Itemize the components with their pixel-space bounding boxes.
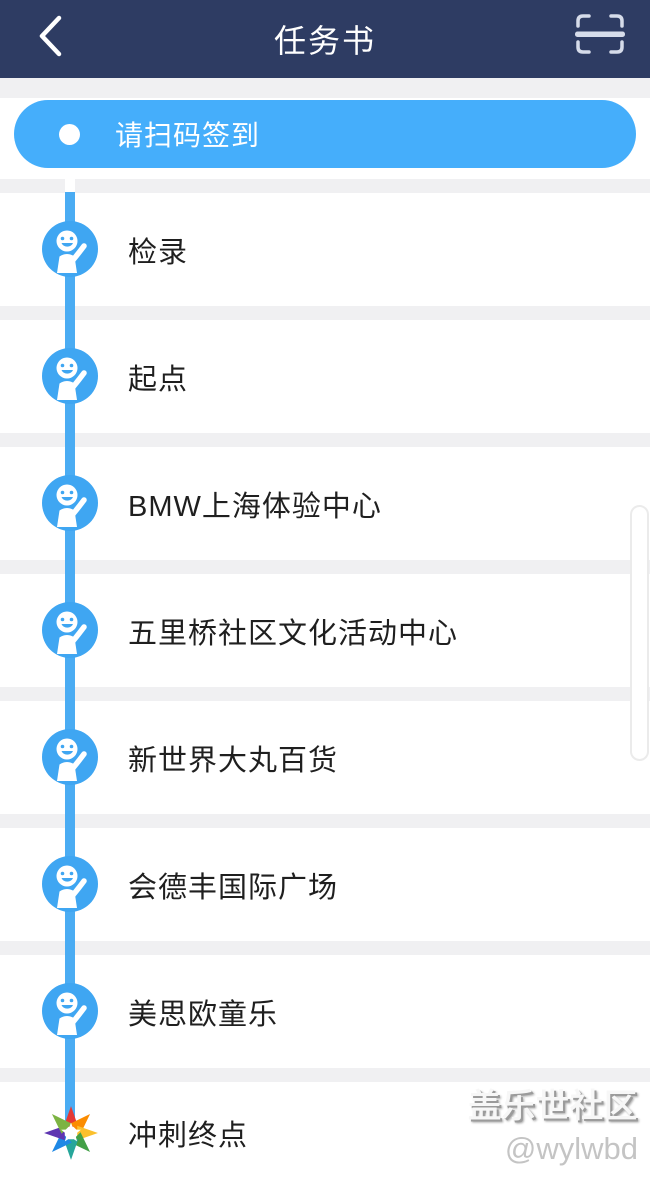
cheer-person-icon (42, 729, 98, 785)
timeline-item-wheelock-square[interactable]: 会德丰国际广场 (0, 828, 650, 941)
timeline-item-daimaru[interactable]: 新世界大丸百货 (0, 701, 650, 814)
timeline-item-label: 起点 (128, 363, 189, 396)
page-title: 任务书 (273, 23, 376, 59)
timeline-item-label: 美思欧童乐 (128, 998, 279, 1031)
timeline-item-start[interactable]: 起点 (0, 320, 650, 433)
cheer-person-icon (42, 856, 98, 912)
timeline-item-finish[interactable]: 冲刺终点 (0, 1082, 650, 1183)
watermark-username: @wylwbd (504, 1131, 638, 1166)
timeline-item-label: 五里桥社区文化活动中心 (128, 617, 459, 650)
watermark-community-name: 盖乐世社区 (468, 1087, 638, 1124)
timeline-item-label: 新世界大丸百货 (128, 744, 339, 777)
scan-frame-icon (574, 12, 626, 61)
separator-band (0, 814, 650, 828)
timeline-item-label: 检录 (128, 236, 189, 269)
scan-button[interactable] (568, 4, 632, 68)
cheer-person-icon (42, 602, 98, 658)
timeline-item-bmw-center[interactable]: BMW上海体验中心 (0, 447, 650, 560)
separator-band (0, 560, 650, 574)
scan-signin-banner[interactable]: 请扫码签到 (14, 100, 636, 168)
timeline-line (65, 192, 75, 1125)
separator-band (0, 1068, 650, 1082)
watermark: 盖乐世社区 @wylwbd (468, 1079, 638, 1167)
timeline-item-label: 会德丰国际广场 (128, 871, 339, 904)
header-bar: 任务书 (0, 0, 650, 78)
back-button[interactable] (22, 6, 78, 70)
timeline-item-label: BMW上海体验中心 (128, 490, 382, 523)
scrollbar-thumb[interactable] (630, 505, 649, 761)
separator-band (0, 941, 650, 955)
chevron-left-icon (37, 15, 63, 62)
separator-band (0, 687, 650, 701)
cheer-person-icon (42, 348, 98, 404)
timeline-item-label: 冲刺终点 (128, 1119, 249, 1152)
separator-band (0, 433, 650, 447)
cheer-person-icon (42, 475, 98, 531)
separator-band (0, 179, 650, 193)
cheer-person-icon (42, 983, 98, 1039)
cheer-person-icon (42, 221, 98, 277)
separator-band (0, 78, 650, 98)
timeline-start-dot (59, 124, 80, 145)
banner-label: 请扫码签到 (115, 120, 261, 151)
timeline-item-wuliqiao-center[interactable]: 五里桥社区文化活动中心 (0, 574, 650, 687)
finish-star-icon (42, 1104, 100, 1162)
separator-band (0, 306, 650, 320)
timeline-item-meisiou[interactable]: 美思欧童乐 (0, 955, 650, 1068)
timeline-item-checkin[interactable]: 检录 (0, 193, 650, 306)
